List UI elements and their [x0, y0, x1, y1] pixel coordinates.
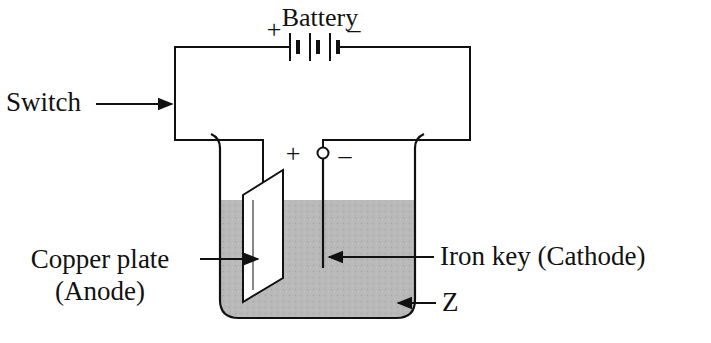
- solution-label: Z: [442, 286, 482, 318]
- wire: [323, 47, 470, 147]
- anode-label: Copper plate (Anode): [2, 243, 198, 308]
- leader-arrow: [200, 258, 258, 260]
- beaker: [211, 134, 424, 318]
- polarity-sign: –: [334, 140, 356, 171]
- copper-plate: [253, 200, 254, 290]
- polarity-sign: +: [282, 138, 304, 169]
- wire: [175, 47, 290, 183]
- leader-arrow: [398, 302, 436, 304]
- copper-plate: [243, 170, 283, 302]
- label-text: –: [339, 141, 352, 170]
- label-text: Battery: [282, 3, 359, 32]
- label-text: Iron key (Cathode): [440, 241, 645, 271]
- iron-key: [318, 148, 329, 159]
- leader-arrow: [96, 103, 172, 105]
- label-text: Z: [442, 287, 459, 317]
- battery-symbol: [290, 33, 338, 61]
- polarity-sign: –: [342, 14, 366, 45]
- switch-label: Switch: [6, 86, 96, 118]
- label-text: Copper plate (Anode): [31, 244, 170, 306]
- label-text: Switch: [6, 87, 81, 117]
- label-text: +: [286, 139, 301, 168]
- leader-arrow: [329, 256, 434, 258]
- label-text: +: [267, 15, 282, 44]
- cathode-label: Iron key (Cathode): [440, 240, 706, 272]
- iron-key: [322, 159, 324, 269]
- polarity-sign: +: [262, 14, 286, 45]
- label-text: –: [348, 15, 361, 44]
